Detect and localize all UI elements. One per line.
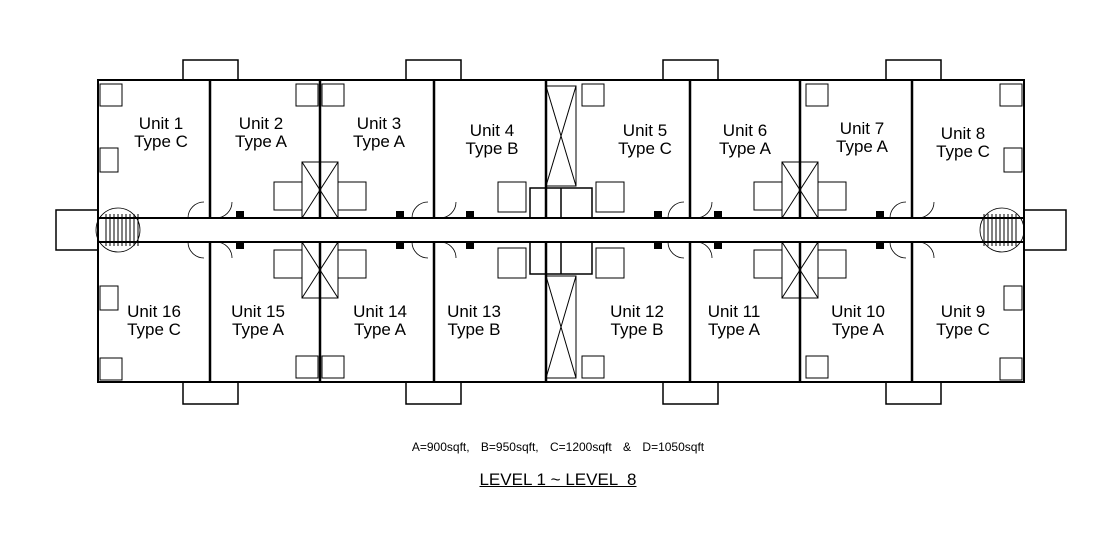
unit-name: Unit 9 [940,302,986,321]
unit-name: Unit 16 [127,302,181,321]
wall-posts [236,211,884,249]
legend-d: D=1050sqft [642,440,705,454]
unit-type: Type B [447,320,501,339]
level-title: LEVEL 1 ~ LEVEL 8 [479,470,637,489]
unit-name: Unit 15 [231,302,285,321]
unit-type: Type C [134,132,188,151]
legend-a: A=900sqft, [411,440,470,454]
unit-name: Unit 11 [707,302,761,321]
legend-c: C=1200sqft [549,440,612,454]
stair-right-treads [979,207,1025,253]
level-title-wrap: LEVEL 1 ~ LEVEL 8 [0,470,1116,490]
unit-name: Unit 13 [447,302,501,321]
unit-name: Unit 2 [238,114,284,133]
unit-name: Unit 5 [622,121,668,140]
unit-type: Type A [235,132,287,151]
door-swings [187,201,935,259]
unit-name: Unit 10 [831,302,885,321]
unit-name: Unit 8 [940,124,986,143]
unit-name: Unit 12 [610,302,664,321]
stair-right [1023,209,1067,251]
unit-type: Type C [936,142,990,161]
legend-amp: & [623,440,632,454]
unit-type: Type A [832,320,884,339]
unit-name: Unit 6 [722,121,768,140]
balconies-bottom [182,381,942,405]
unit-type: Type C [618,139,672,158]
unit-type: Type B [465,139,519,158]
unit-type: Type A [719,139,771,158]
unit-name: Unit 7 [839,119,885,138]
unit-name: Unit 14 [353,302,407,321]
unit-type: Type C [127,320,181,339]
bathroom-blocks [99,83,1023,381]
lift-core [529,187,593,275]
unit-name: Unit 1 [138,114,184,133]
unit-type: Type A [708,320,760,339]
unit-type: Type B [610,320,664,339]
area-legend: A=900sqft, B=950sqft, C=1200sqft & D=105… [0,440,1116,454]
unit-name: Unit 4 [469,121,515,140]
unit-type: Type A [354,320,406,339]
unit-type: Type C [936,320,990,339]
legend-b: B=950sqft, [480,440,539,454]
balconies-top [182,59,942,81]
unit-type: Type A [836,137,888,156]
unit-name: Unit 3 [356,114,402,133]
unit-type: Type A [353,132,405,151]
stair-left [55,209,99,251]
unit-type: Type A [232,320,284,339]
stair-left-treads [95,207,141,253]
